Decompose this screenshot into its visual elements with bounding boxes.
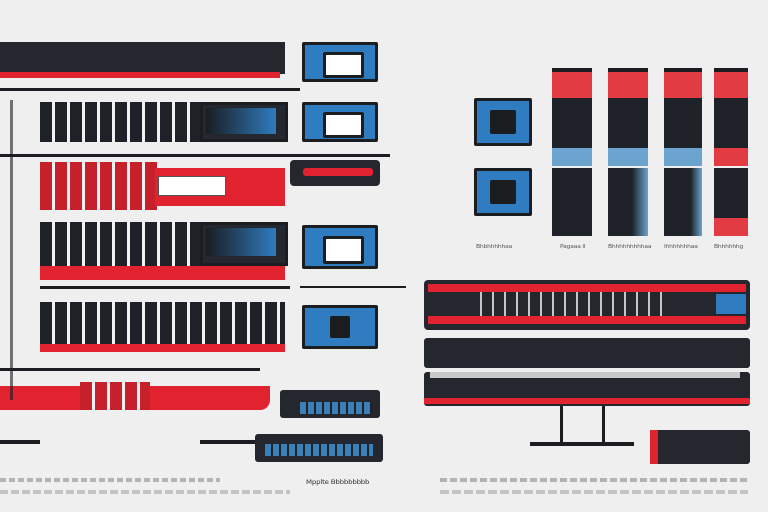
shelf-line — [300, 286, 406, 288]
text-line-decoration — [0, 490, 290, 494]
tube-band — [664, 148, 702, 166]
tube-base — [714, 168, 748, 218]
port-icon — [302, 305, 378, 349]
device-top-red-low — [428, 316, 746, 324]
tube-foot — [714, 218, 748, 236]
battery-cap — [650, 430, 658, 464]
tube-body — [714, 98, 748, 148]
tube-1 — [552, 68, 592, 236]
rack-row-7-connector-pins — [265, 444, 373, 456]
tube-body — [664, 98, 702, 148]
square-port-icon — [474, 98, 532, 146]
device-bottom-band — [430, 372, 740, 378]
tube-label: Pagaaa ll — [560, 243, 586, 250]
rack-row-3 — [40, 162, 160, 210]
device-top-red — [428, 284, 746, 292]
rack-row-5-red — [40, 344, 285, 352]
tube-band — [714, 148, 748, 166]
device-vent — [470, 292, 670, 316]
device-bottom-red — [424, 398, 750, 404]
footer-label: Mpplte Bbbbbbbbb — [306, 478, 370, 486]
tube-body — [608, 98, 648, 148]
row-divider — [0, 88, 300, 91]
battery-block — [650, 430, 750, 464]
tube-3 — [664, 68, 702, 236]
top-bar-red-stripe — [0, 72, 280, 78]
square-port-icon — [474, 168, 532, 216]
row-divider — [200, 440, 260, 444]
rack-row-3-label-box — [158, 176, 226, 196]
tube-cap — [664, 68, 702, 98]
device-middle — [424, 338, 750, 368]
top-bar — [0, 42, 285, 74]
port-icon — [302, 42, 378, 82]
tube-band — [552, 148, 592, 166]
left-rail — [10, 100, 13, 400]
stand-post — [560, 406, 563, 444]
port-icon — [302, 225, 378, 269]
rack-row-4-red — [40, 266, 285, 280]
tube-label: Bhhhhhhg — [714, 243, 744, 250]
tube-body — [552, 98, 592, 148]
tube-2 — [608, 68, 648, 236]
text-line-decoration — [440, 478, 748, 482]
tube-cap — [714, 68, 748, 98]
text-line-decoration — [0, 478, 220, 482]
row-divider — [40, 286, 290, 289]
stand-base — [530, 442, 634, 446]
tube-base — [552, 168, 592, 236]
tube-4 — [714, 68, 748, 236]
tube-base — [608, 168, 648, 236]
rack-row-5 — [40, 302, 285, 344]
tube-label: Bhbhhhhhaa — [476, 243, 513, 250]
device-top-blue-end — [716, 294, 746, 314]
text-line-decoration — [440, 490, 748, 494]
port-icon — [302, 102, 378, 142]
row-divider — [0, 154, 390, 157]
rack-row-6-connector-pins — [300, 402, 372, 414]
row-divider — [0, 368, 260, 371]
stand-post — [602, 406, 605, 444]
tube-label: Bhhhhhhhhhaa — [608, 243, 652, 250]
left-panel — [0, 30, 390, 470]
rack-row-2-screen — [206, 108, 276, 134]
tube-label: Ihhhhhhhaa — [664, 243, 698, 250]
tube-base — [664, 168, 702, 236]
tube-band — [608, 148, 648, 166]
rack-row-4 — [40, 222, 200, 266]
row-divider — [0, 440, 40, 444]
rack-row-3-drawer-light — [303, 168, 373, 176]
tube-cap — [552, 68, 592, 98]
rack-row-6-stripes — [80, 382, 150, 410]
tube-cap — [608, 68, 648, 98]
rack-row-4-screen — [206, 228, 276, 256]
rack-row-2 — [40, 102, 200, 142]
